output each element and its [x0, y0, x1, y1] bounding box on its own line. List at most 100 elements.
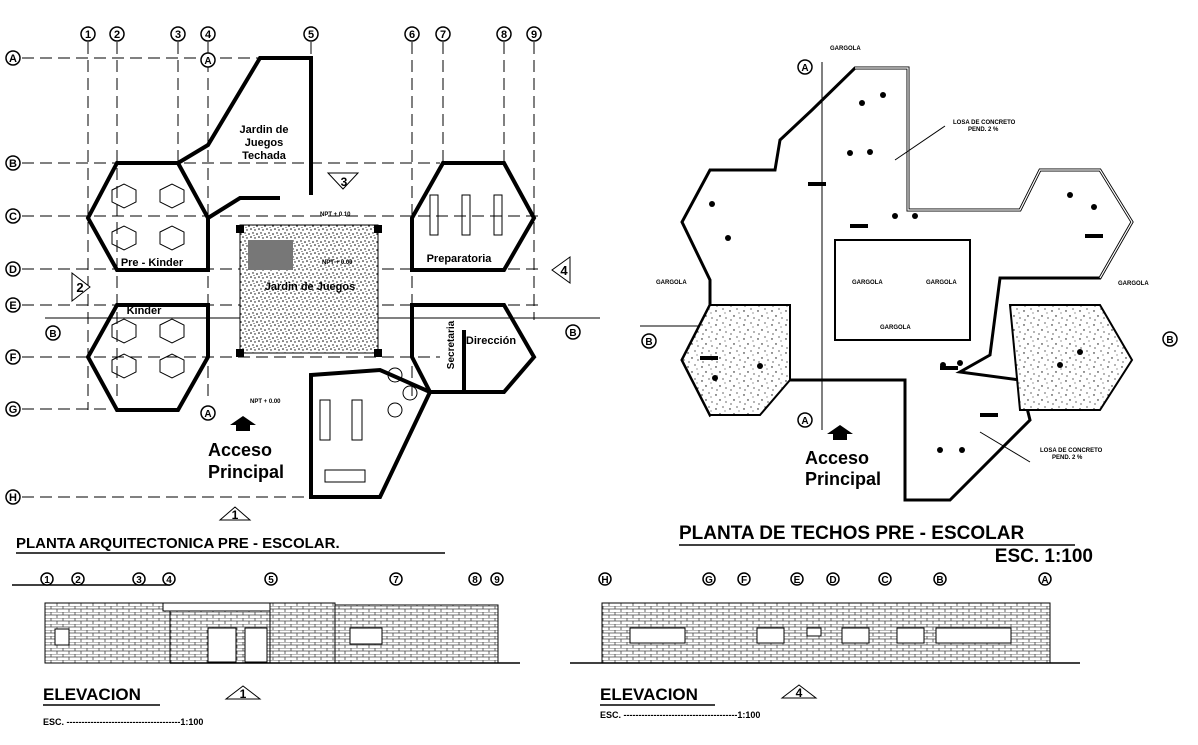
- svg-text:B: B: [645, 337, 652, 348]
- svg-text:GARGOLA: GARGOLA: [656, 280, 687, 286]
- dining-hall-wall: [309, 367, 433, 499]
- svg-text:GARGOLA: GARGOLA: [926, 280, 957, 286]
- elevation-marker-1: 1: [224, 685, 262, 701]
- svg-text:A: A: [204, 409, 211, 420]
- axis-bubble-6: 6: [404, 26, 420, 42]
- room-label-covered-playground: Jardin de: [240, 124, 289, 136]
- axis-bubble-3: 3: [170, 26, 186, 42]
- svg-text:Techada: Techada: [242, 150, 287, 162]
- svg-text:5: 5: [308, 29, 314, 41]
- svg-text:E: E: [9, 300, 16, 312]
- svg-text:2: 2: [114, 29, 120, 41]
- svg-text:F: F: [741, 575, 747, 586]
- svg-text:8: 8: [501, 29, 507, 41]
- svg-text:3: 3: [175, 29, 181, 41]
- axis-bubble-A: A: [5, 50, 21, 66]
- preparatoria-classroom-wall: [410, 161, 537, 272]
- svg-text:PEND. 2 %: PEND. 2 %: [1052, 455, 1083, 461]
- level-label: NPT + 0.00: [250, 399, 281, 405]
- svg-text:4: 4: [166, 575, 172, 586]
- axis-bubble-H: H: [5, 489, 21, 505]
- covered-playground-bottom-wall: [206, 196, 280, 220]
- svg-text:Principal: Principal: [805, 469, 881, 489]
- svg-text:GARGOLA: GARGOLA: [830, 46, 861, 52]
- room-label-kinder: Kinder: [127, 305, 163, 317]
- elevation-title: ELEVACION: [43, 685, 141, 704]
- roof-courtyard: [834, 239, 971, 341]
- row-axis-bubbles: A B C D E F G H: [5, 50, 21, 505]
- axis-bubble-G: G: [5, 401, 21, 417]
- elevation-marker-1: 1: [218, 506, 252, 522]
- svg-text:GARGOLA: GARGOLA: [852, 280, 883, 286]
- elevation-axis-bubbles: H G F E D C B A: [598, 572, 1052, 586]
- svg-text:B: B: [1166, 335, 1173, 346]
- svg-text:5: 5: [268, 575, 274, 586]
- svg-text:1: 1: [85, 29, 91, 41]
- gargola-labels: GARGOLA GARGOLA GARGOLA GARGOLA GARGOLA …: [656, 46, 1149, 331]
- elevation-marker-3: 3: [326, 172, 360, 190]
- room-label-direccion: Dirección: [466, 335, 516, 347]
- svg-text:B: B: [569, 328, 576, 339]
- level-label: NPT + 0.10: [320, 212, 351, 218]
- roof-plan-scale: ESC. 1:100: [995, 546, 1093, 567]
- elevation-1: 1 2 3 4 5 7 8 9 ELEVACION 1 ESC. -------…: [12, 572, 520, 727]
- elevation-marker-4: 4: [551, 256, 571, 284]
- axis-bubble-4: 4: [200, 26, 216, 42]
- svg-text:1: 1: [240, 687, 247, 701]
- svg-text:D: D: [9, 264, 17, 276]
- svg-text:B: B: [9, 158, 17, 170]
- slab-note: LOSA DE CONCRETO: [953, 120, 1016, 126]
- elevation-4: H G F E D C B A ELEVACION 4 ESC. -------…: [570, 572, 1080, 720]
- svg-text:1: 1: [232, 508, 239, 522]
- axis-bubble-F: F: [5, 349, 21, 365]
- access-arrow-icon: [827, 425, 853, 440]
- offices-wall: [410, 303, 537, 394]
- access-label: Acceso: [805, 448, 869, 468]
- svg-text:7: 7: [393, 575, 399, 586]
- access-arrow-icon: [230, 416, 256, 431]
- elevation-marker-2: 2: [71, 271, 91, 303]
- svg-text:A: A: [1041, 575, 1048, 586]
- floor-plan-title: PLANTA ARQUITECTONICA PRE - ESCOLAR.: [16, 535, 340, 552]
- axis-bubble-1: 1: [80, 26, 96, 42]
- section-marker-b: B: [1162, 331, 1178, 347]
- svg-text:3: 3: [341, 175, 348, 189]
- room-label-preparatoria: Preparatoria: [427, 253, 493, 265]
- svg-text:H: H: [9, 492, 17, 504]
- furniture: [111, 183, 503, 483]
- roof-plan-title: PLANTA DE TECHOS PRE - ESCOLAR: [679, 523, 1024, 544]
- svg-text:GARGOLA: GARGOLA: [1118, 281, 1149, 287]
- svg-text:B: B: [936, 575, 943, 586]
- section-marker-a: A: [200, 52, 216, 68]
- section-marker-a: A: [797, 412, 813, 428]
- svg-text:6: 6: [409, 29, 415, 41]
- svg-text:C: C: [881, 575, 888, 586]
- svg-text:D: D: [829, 575, 836, 586]
- section-marker-b: B: [565, 324, 581, 340]
- room-label-secretaria: Secretaria: [446, 320, 457, 369]
- axis-bubble-E: E: [5, 297, 21, 313]
- svg-text:H: H: [601, 575, 608, 586]
- elevation-axis-bubbles: 1 2 3 4 5 7 8 9: [40, 572, 504, 586]
- elevation-scale: ESC. -----------------------------------…: [43, 717, 203, 727]
- elevation-marker-4: 4: [780, 684, 818, 700]
- axis-bubble-7: 7: [435, 26, 451, 42]
- elevation-scale: ESC. -----------------------------------…: [600, 710, 760, 720]
- svg-text:4: 4: [796, 686, 803, 700]
- svg-text:GARGOLA: GARGOLA: [880, 325, 911, 331]
- slope-arrows: [700, 92, 1103, 453]
- svg-text:1: 1: [44, 575, 50, 586]
- svg-text:Principal: Principal: [208, 462, 284, 482]
- svg-text:A: A: [204, 56, 211, 67]
- svg-text:2: 2: [76, 280, 83, 295]
- svg-text:A: A: [801, 63, 808, 74]
- play-structure: [248, 240, 293, 270]
- svg-text:7: 7: [440, 29, 446, 41]
- column-axis-bubbles: 1 2 3 4 5 6 7 8 9: [80, 26, 542, 42]
- svg-text:Juegos: Juegos: [245, 137, 284, 149]
- svg-text:2: 2: [75, 575, 81, 586]
- level-label: NPT + 0.00: [322, 260, 353, 266]
- axis-bubble-B: B: [5, 155, 21, 171]
- axis-bubble-8: 8: [496, 26, 512, 42]
- roof-plan: GARGOLA GARGOLA GARGOLA GARGOLA GARGOLA …: [640, 46, 1178, 567]
